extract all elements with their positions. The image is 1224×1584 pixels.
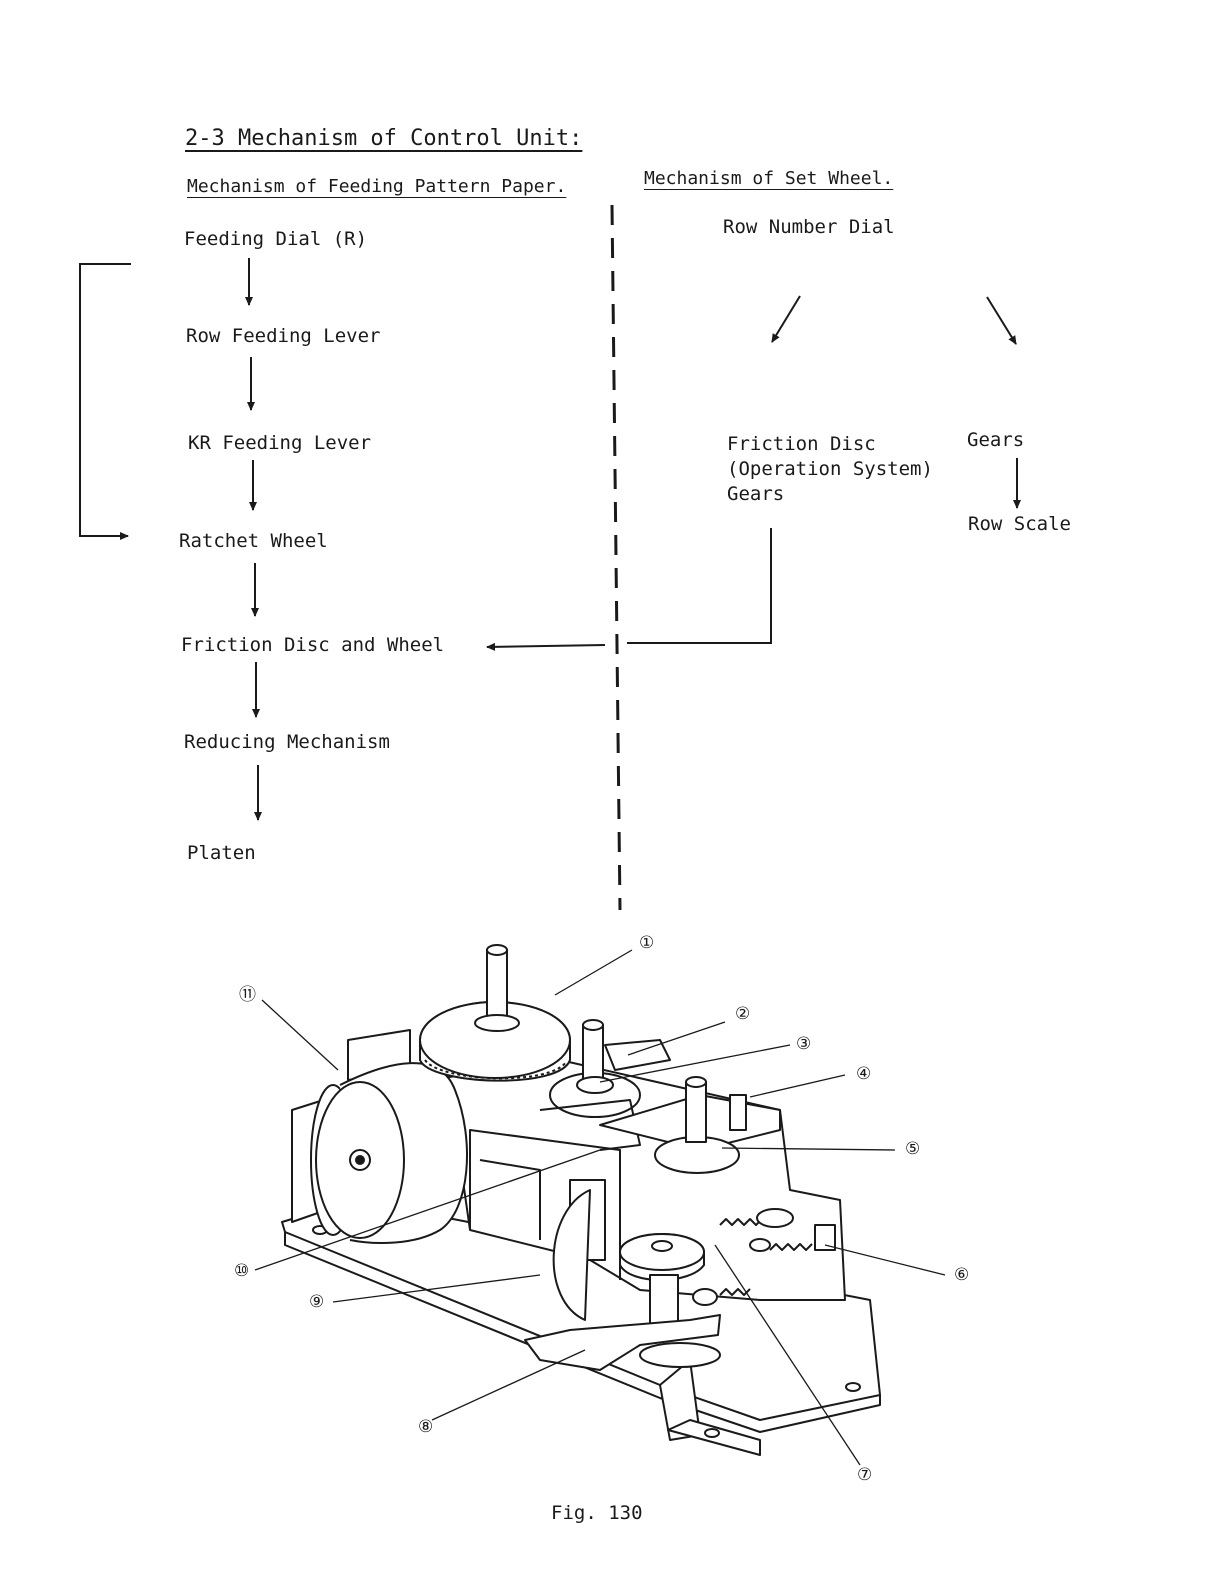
left-heading: Mechanism of Feeding Pattern Paper. [187,176,567,197]
step-platen: Platen [187,842,256,864]
callout-3: ③ [796,1034,812,1054]
leader-8 [431,1349,586,1421]
leader-9 [332,1274,541,1303]
leader-2 [627,1021,726,1056]
dashed-divider [610,204,622,911]
leader-7 [714,1244,861,1466]
step-row-feeding-lever: Row Feeding Lever [186,325,381,347]
connector-arrow [486,642,606,651]
lever-eight [524,1314,721,1371]
row-scale: Row Scale [968,513,1071,535]
friction-disc-operation-system-gears: Friction Disc (Operation System) Gears [727,433,933,505]
connector-right [627,528,772,644]
callout-7: ⑦ [857,1465,873,1485]
step-friction-disc-wheel: Friction Disc and Wheel [181,634,445,656]
callout-6: ⑥ [954,1265,970,1285]
figure-caption: Fig. 130 [551,1502,643,1524]
gears-label: Gears [967,429,1025,451]
leader-6 [824,1244,946,1276]
half-disc [552,1189,591,1321]
callout-5: ⑤ [905,1139,921,1159]
feedback-bracket [79,263,131,540]
leader-10 [254,1149,601,1271]
step-feeding-dial: Feeding Dial (R) [184,228,368,250]
callout-1: ① [639,933,655,953]
leader-1 [554,949,633,996]
arrow-branch-left [771,295,801,343]
row-number-dial: Row Number Dial [723,216,895,238]
step-kr-feeding-lever: KR Feeding Lever [188,432,372,454]
callout-9: ⑨ [309,1292,325,1312]
callout-4: ④ [856,1064,872,1084]
callout-8: ⑧ [418,1417,434,1437]
callout-2: ② [735,1004,751,1024]
arrow-branch-right [986,296,1017,345]
callout-10: ⑩ [234,1261,250,1281]
right-heading: Mechanism of Set Wheel. [644,168,894,189]
step-ratchet-wheel: Ratchet Wheel [179,530,328,552]
step-reducing-mechanism: Reducing Mechanism [184,731,390,753]
section-title: 2-3 Mechanism of Control Unit: [185,126,583,151]
callout-11: ⑪ [239,985,256,1005]
leader-11 [261,999,339,1071]
leader-3 [599,1044,791,1083]
leader-5 [721,1147,896,1151]
leader-4 [749,1074,846,1098]
